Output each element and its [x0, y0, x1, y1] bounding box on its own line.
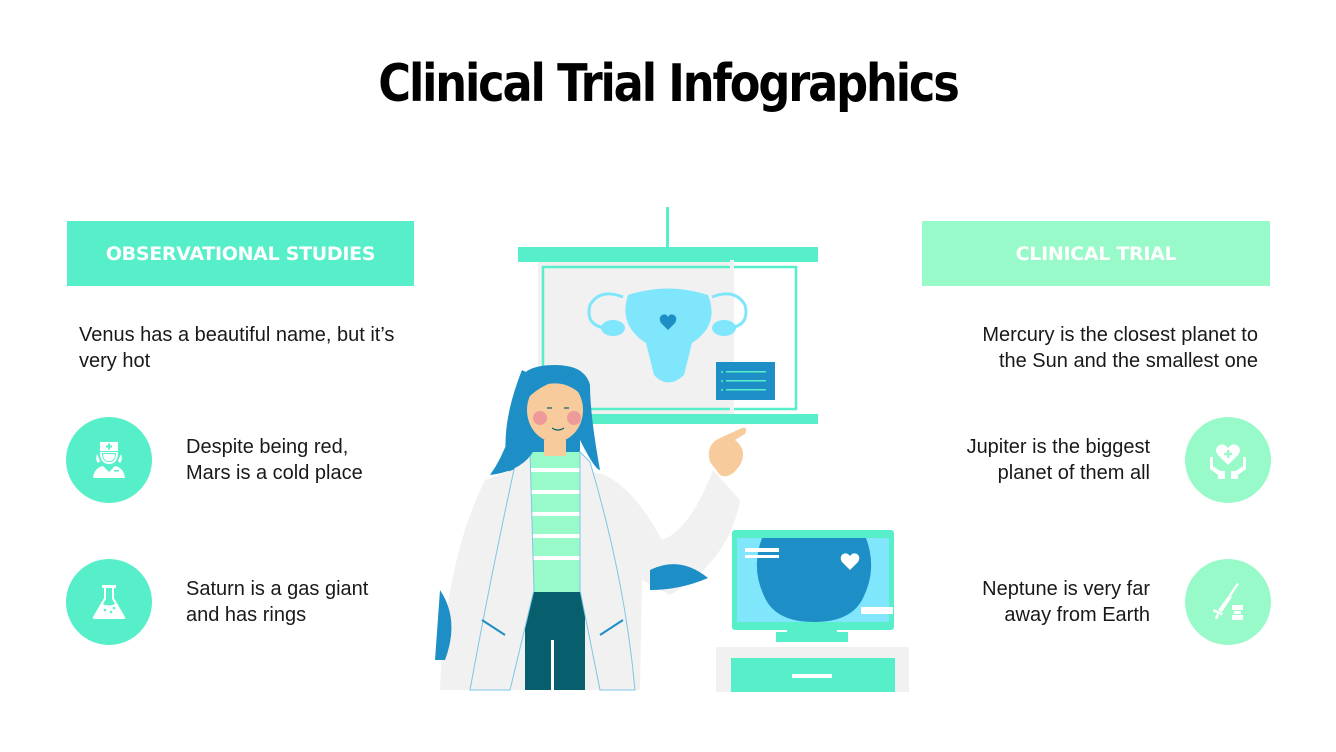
heart-hands-icon-circle	[1185, 417, 1271, 503]
observational-studies-header: OBSERVATIONAL STUDIES	[67, 221, 414, 286]
computer-monitor	[716, 530, 909, 692]
page-title: Clinical Trial Infographics	[378, 54, 960, 114]
doctor-presentation-illustration	[435, 207, 909, 692]
flask-icon	[92, 585, 126, 619]
flask-icon-circle	[66, 559, 152, 645]
observational-intro-text: Venus has a beautiful name, but it’s ver…	[79, 324, 395, 372]
observational-studies-header-label: OBSERVATIONAL STUDIES	[105, 242, 376, 265]
clinical-trial-header: CLINICAL TRIAL	[922, 221, 1270, 286]
jupiter-item-text: Jupiter is the biggest planet of them al…	[966, 436, 1150, 484]
neptune-item-text: Neptune is very far away from Earth	[982, 578, 1150, 626]
clinical-trial-header-label: CLINICAL TRIAL	[1015, 242, 1177, 265]
saturn-item-text: Saturn is a gas giant and has rings	[186, 578, 369, 626]
syringe-vial-icon	[1212, 583, 1243, 620]
chart-legend-box	[716, 362, 775, 400]
clinical-intro-text: Mercury is the closest planet to the Sun…	[982, 324, 1258, 372]
heart-hands-icon	[1210, 444, 1246, 479]
mars-item-text: Despite being red, Mars is a cold place	[186, 436, 363, 484]
uterus-diagram	[587, 288, 748, 383]
nurse-icon	[93, 442, 125, 478]
doctor-character	[435, 365, 746, 691]
syringe-vial-icon-circle	[1185, 559, 1271, 645]
nurse-icon-circle	[66, 417, 152, 503]
